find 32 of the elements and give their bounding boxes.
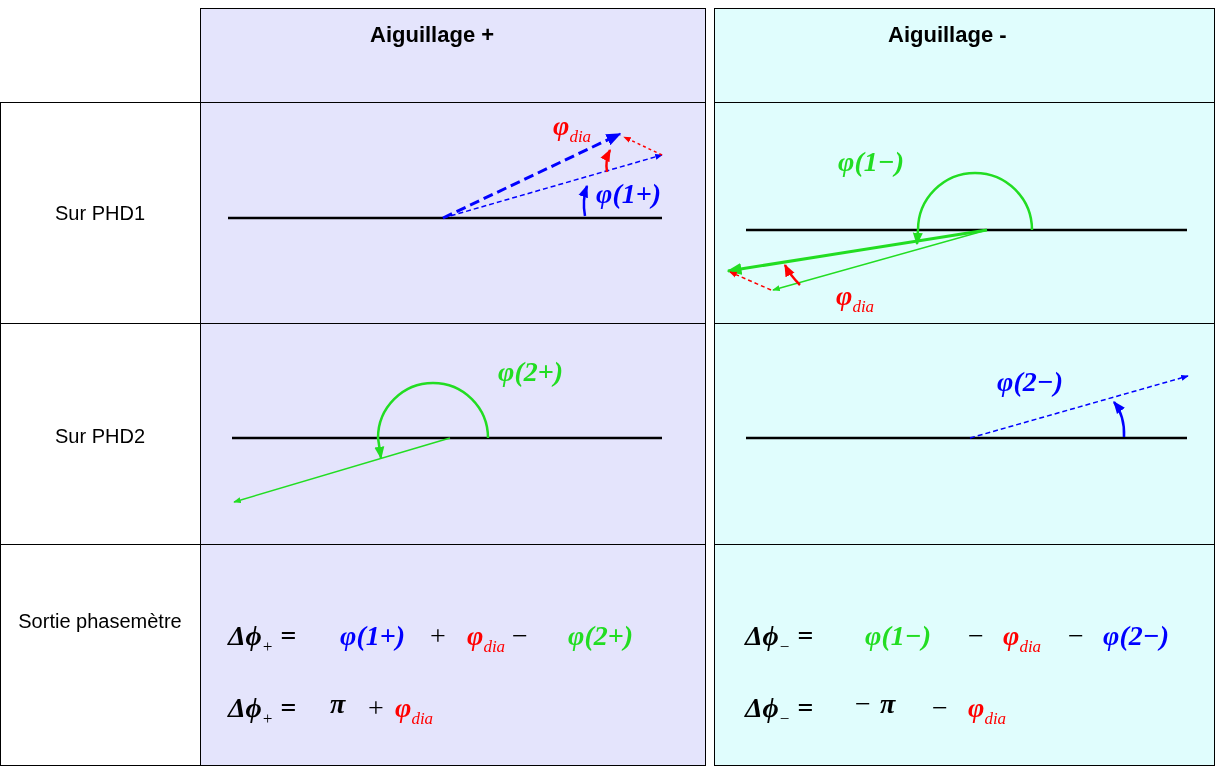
angle-label: φ(1−): [838, 146, 904, 178]
column-header: Aiguillage -: [888, 22, 1007, 48]
column-header: Aiguillage +: [370, 22, 495, 48]
equation-term: Δϕ$_{−}$ =: [745, 620, 814, 657]
operator-symbol: −: [512, 620, 528, 652]
row-header: Sur PHD1: [54, 201, 146, 226]
angle-label: φ$_{dia}$: [836, 280, 875, 317]
operator-symbol: +: [368, 692, 384, 724]
equation-term: π: [880, 688, 896, 720]
equation-term: φ$_{dia}$: [395, 692, 434, 729]
operator-symbol: −: [1068, 620, 1084, 652]
equation-term: Δϕ$_{−}$ =: [745, 692, 814, 729]
equation-term: Δϕ$_{+}$ =: [228, 620, 297, 657]
angle-label: φ$_{dia}$: [553, 110, 592, 147]
equation-term: φ(1−): [865, 620, 931, 652]
row-header: Sortie phasemètre: [17, 609, 183, 634]
operator-symbol: −: [968, 620, 984, 652]
equation-term: φ(1+): [340, 620, 405, 652]
operator-symbol: +: [430, 620, 446, 652]
angle-label: φ(1+): [596, 178, 661, 210]
equation-term: Δϕ$_{+}$ =: [228, 692, 297, 729]
equation-term: π: [330, 688, 346, 720]
equation-term: φ$_{dia}$: [467, 620, 506, 657]
angle-label: φ(2−): [997, 366, 1063, 398]
equation-term: φ$_{dia}$: [1003, 620, 1042, 657]
equation-term: φ(2−): [1103, 620, 1169, 652]
operator-symbol: −: [855, 688, 871, 720]
equation-term: φ$_{dia}$: [968, 692, 1007, 729]
row-header: Sur PHD2: [54, 424, 146, 449]
angle-label: φ(2+): [498, 356, 563, 388]
operator-symbol: −: [932, 692, 948, 724]
equation-term: φ(2+): [568, 620, 633, 652]
